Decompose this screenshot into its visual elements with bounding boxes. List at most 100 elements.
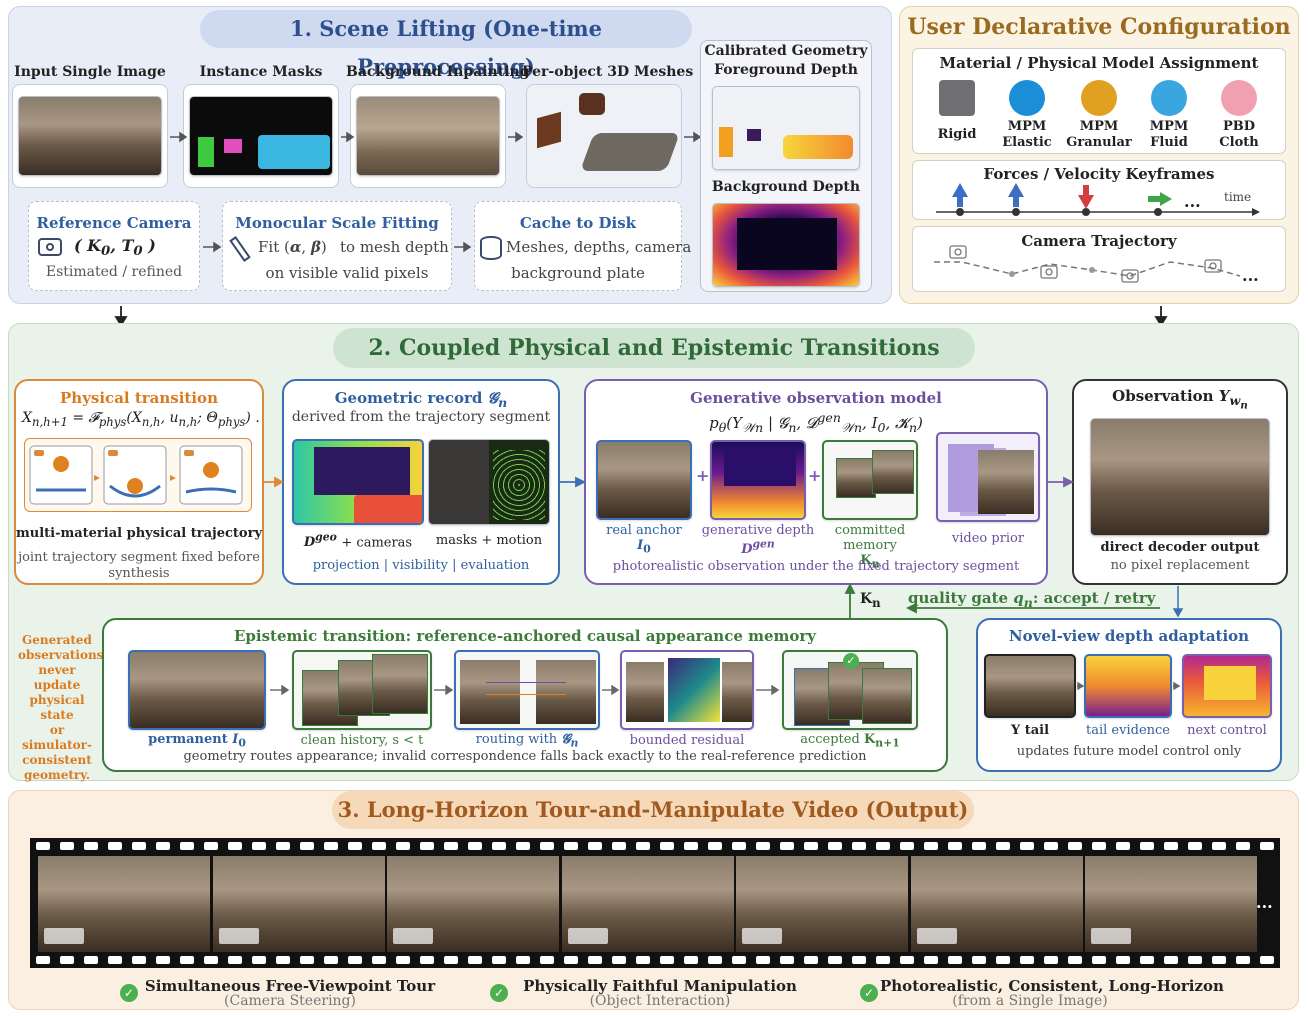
- sprocket-hole: [108, 842, 122, 850]
- background-depth-label: Background Depth: [711, 179, 861, 195]
- sprocket-hole: [444, 842, 458, 850]
- bounded-residual-image: [620, 650, 754, 730]
- sprocket-hole: [156, 956, 170, 964]
- claim-title: Photorealistic, Consistent, Long-Horizon: [880, 977, 1224, 995]
- observation-image: [1090, 418, 1270, 536]
- sprocket-hole: [468, 842, 482, 850]
- observation-title-text: Observation: [1112, 387, 1214, 405]
- sprocket-hole: [516, 956, 530, 964]
- quality-gate-text: quality gate: [908, 589, 1009, 607]
- meshes-label: Per-object 3D Meshes: [522, 64, 694, 80]
- y-tail-image: [984, 654, 1076, 718]
- y-tail-label: Y tail: [1010, 723, 1050, 738]
- sprocket-hole: [300, 842, 314, 850]
- side-note-line: physical state: [29, 693, 85, 722]
- forces-ellipsis: ...: [1184, 192, 1201, 211]
- sprocket-hole: [612, 956, 626, 964]
- permanent-anchor-image: [128, 650, 266, 730]
- sprocket-hole: [636, 956, 650, 964]
- sprocket-hole: [36, 956, 50, 964]
- scale-fitting-box: [222, 201, 452, 291]
- claim-subtitle: (Object Interaction): [589, 993, 731, 1009]
- geometric-record-sub: derived from the trajectory segment: [291, 409, 551, 425]
- sprocket-hole: [1092, 842, 1106, 850]
- sprocket-hole: [1020, 956, 1034, 964]
- scale-fitting-label: Monocular Scale Fitting: [235, 214, 439, 232]
- sprocket-hole: [204, 842, 218, 850]
- sprocket-hole: [684, 956, 698, 964]
- sprocket-hole: [108, 956, 122, 964]
- sprocket-hole: [900, 956, 914, 964]
- claim-subtitle: (from a Single Image): [952, 993, 1108, 1009]
- input-image-label: Input Single Image: [14, 64, 166, 80]
- sprocket-hole: [804, 956, 818, 964]
- sprocket-hole: [132, 842, 146, 850]
- sprocket-hole: [780, 842, 794, 850]
- claim-title: Physically Faithful Manipulation: [523, 977, 797, 995]
- clean-history-label: clean history, s < t: [300, 733, 424, 748]
- background-depth-image: [712, 203, 860, 287]
- camera-icon: [38, 238, 62, 256]
- material-label-0: Rigid: [937, 127, 977, 142]
- geo-links: projection | visibility | evaluation: [312, 558, 530, 573]
- ref-camera-sub: Estimated / refined: [45, 264, 183, 280]
- epistemic-title: Epistemic transition: reference-anchored…: [233, 627, 817, 645]
- sprocket-hole: [1212, 956, 1226, 964]
- sprocket-hole: [900, 842, 914, 850]
- material-label-1: MPM: [1007, 119, 1047, 134]
- routing-image: [454, 650, 600, 730]
- sprocket-hole: [228, 842, 242, 850]
- meshes-frame: [526, 84, 682, 188]
- tail-evidence-label: tail evidence: [1086, 723, 1170, 738]
- frame-control-overlay: [916, 928, 957, 944]
- projection-link[interactable]: projection: [312, 558, 380, 573]
- material-sublabel-1: Elastic: [1002, 135, 1052, 150]
- sprocket-hole: [1188, 956, 1202, 964]
- geo-depth-image: [292, 439, 424, 525]
- sprocket-hole: [1044, 842, 1058, 850]
- real-anchor-text: real anchor: [606, 523, 682, 538]
- kn-arrow-label: Kn: [860, 591, 881, 610]
- sprocket-hole: [660, 842, 674, 850]
- sprocket-hole: [924, 842, 938, 850]
- clean-history-image: [292, 650, 432, 730]
- sprocket-hole: [132, 956, 146, 964]
- generative-depth-image: [710, 440, 806, 520]
- sprocket-hole: [60, 956, 74, 964]
- material-label-3: MPM: [1149, 119, 1189, 134]
- sprocket-hole: [372, 956, 386, 964]
- side-note-line: observations: [18, 648, 104, 662]
- sprocket-hole: [780, 956, 794, 964]
- sprocket-hole: [1212, 842, 1226, 850]
- sprocket-hole: [876, 956, 890, 964]
- camera-traj-ellipsis: ...: [1242, 266, 1259, 285]
- geometric-record-title: Geometric record 𝓖n: [334, 389, 508, 410]
- cache-line2: background plate: [511, 264, 645, 282]
- sprocket-hole: [444, 956, 458, 964]
- residual-label: bounded residual: [629, 733, 745, 748]
- sprocket-hole: [756, 956, 770, 964]
- video-frame: [561, 856, 734, 952]
- observation-title: Observation Ywn: [1112, 387, 1248, 412]
- sprocket-hole: [276, 956, 290, 964]
- sprocket-hole: [1140, 842, 1154, 850]
- sprocket-hole: [972, 842, 986, 850]
- sprocket-hole: [1116, 956, 1130, 964]
- frame-control-overlay: [1091, 928, 1131, 944]
- material-icon-0: [939, 80, 975, 116]
- visibility-link[interactable]: visibility: [392, 558, 448, 573]
- physics-caption3: synthesis: [108, 566, 170, 581]
- sprocket-hole: [1140, 956, 1154, 964]
- sprocket-hole: [300, 956, 314, 964]
- evaluation-link[interactable]: evaluation: [460, 558, 530, 573]
- claim-check-icon: ✓: [120, 984, 138, 1002]
- claim-subtitle: (Camera Steering): [224, 993, 356, 1009]
- sprocket-hole: [540, 842, 554, 850]
- sprocket-hole: [84, 956, 98, 964]
